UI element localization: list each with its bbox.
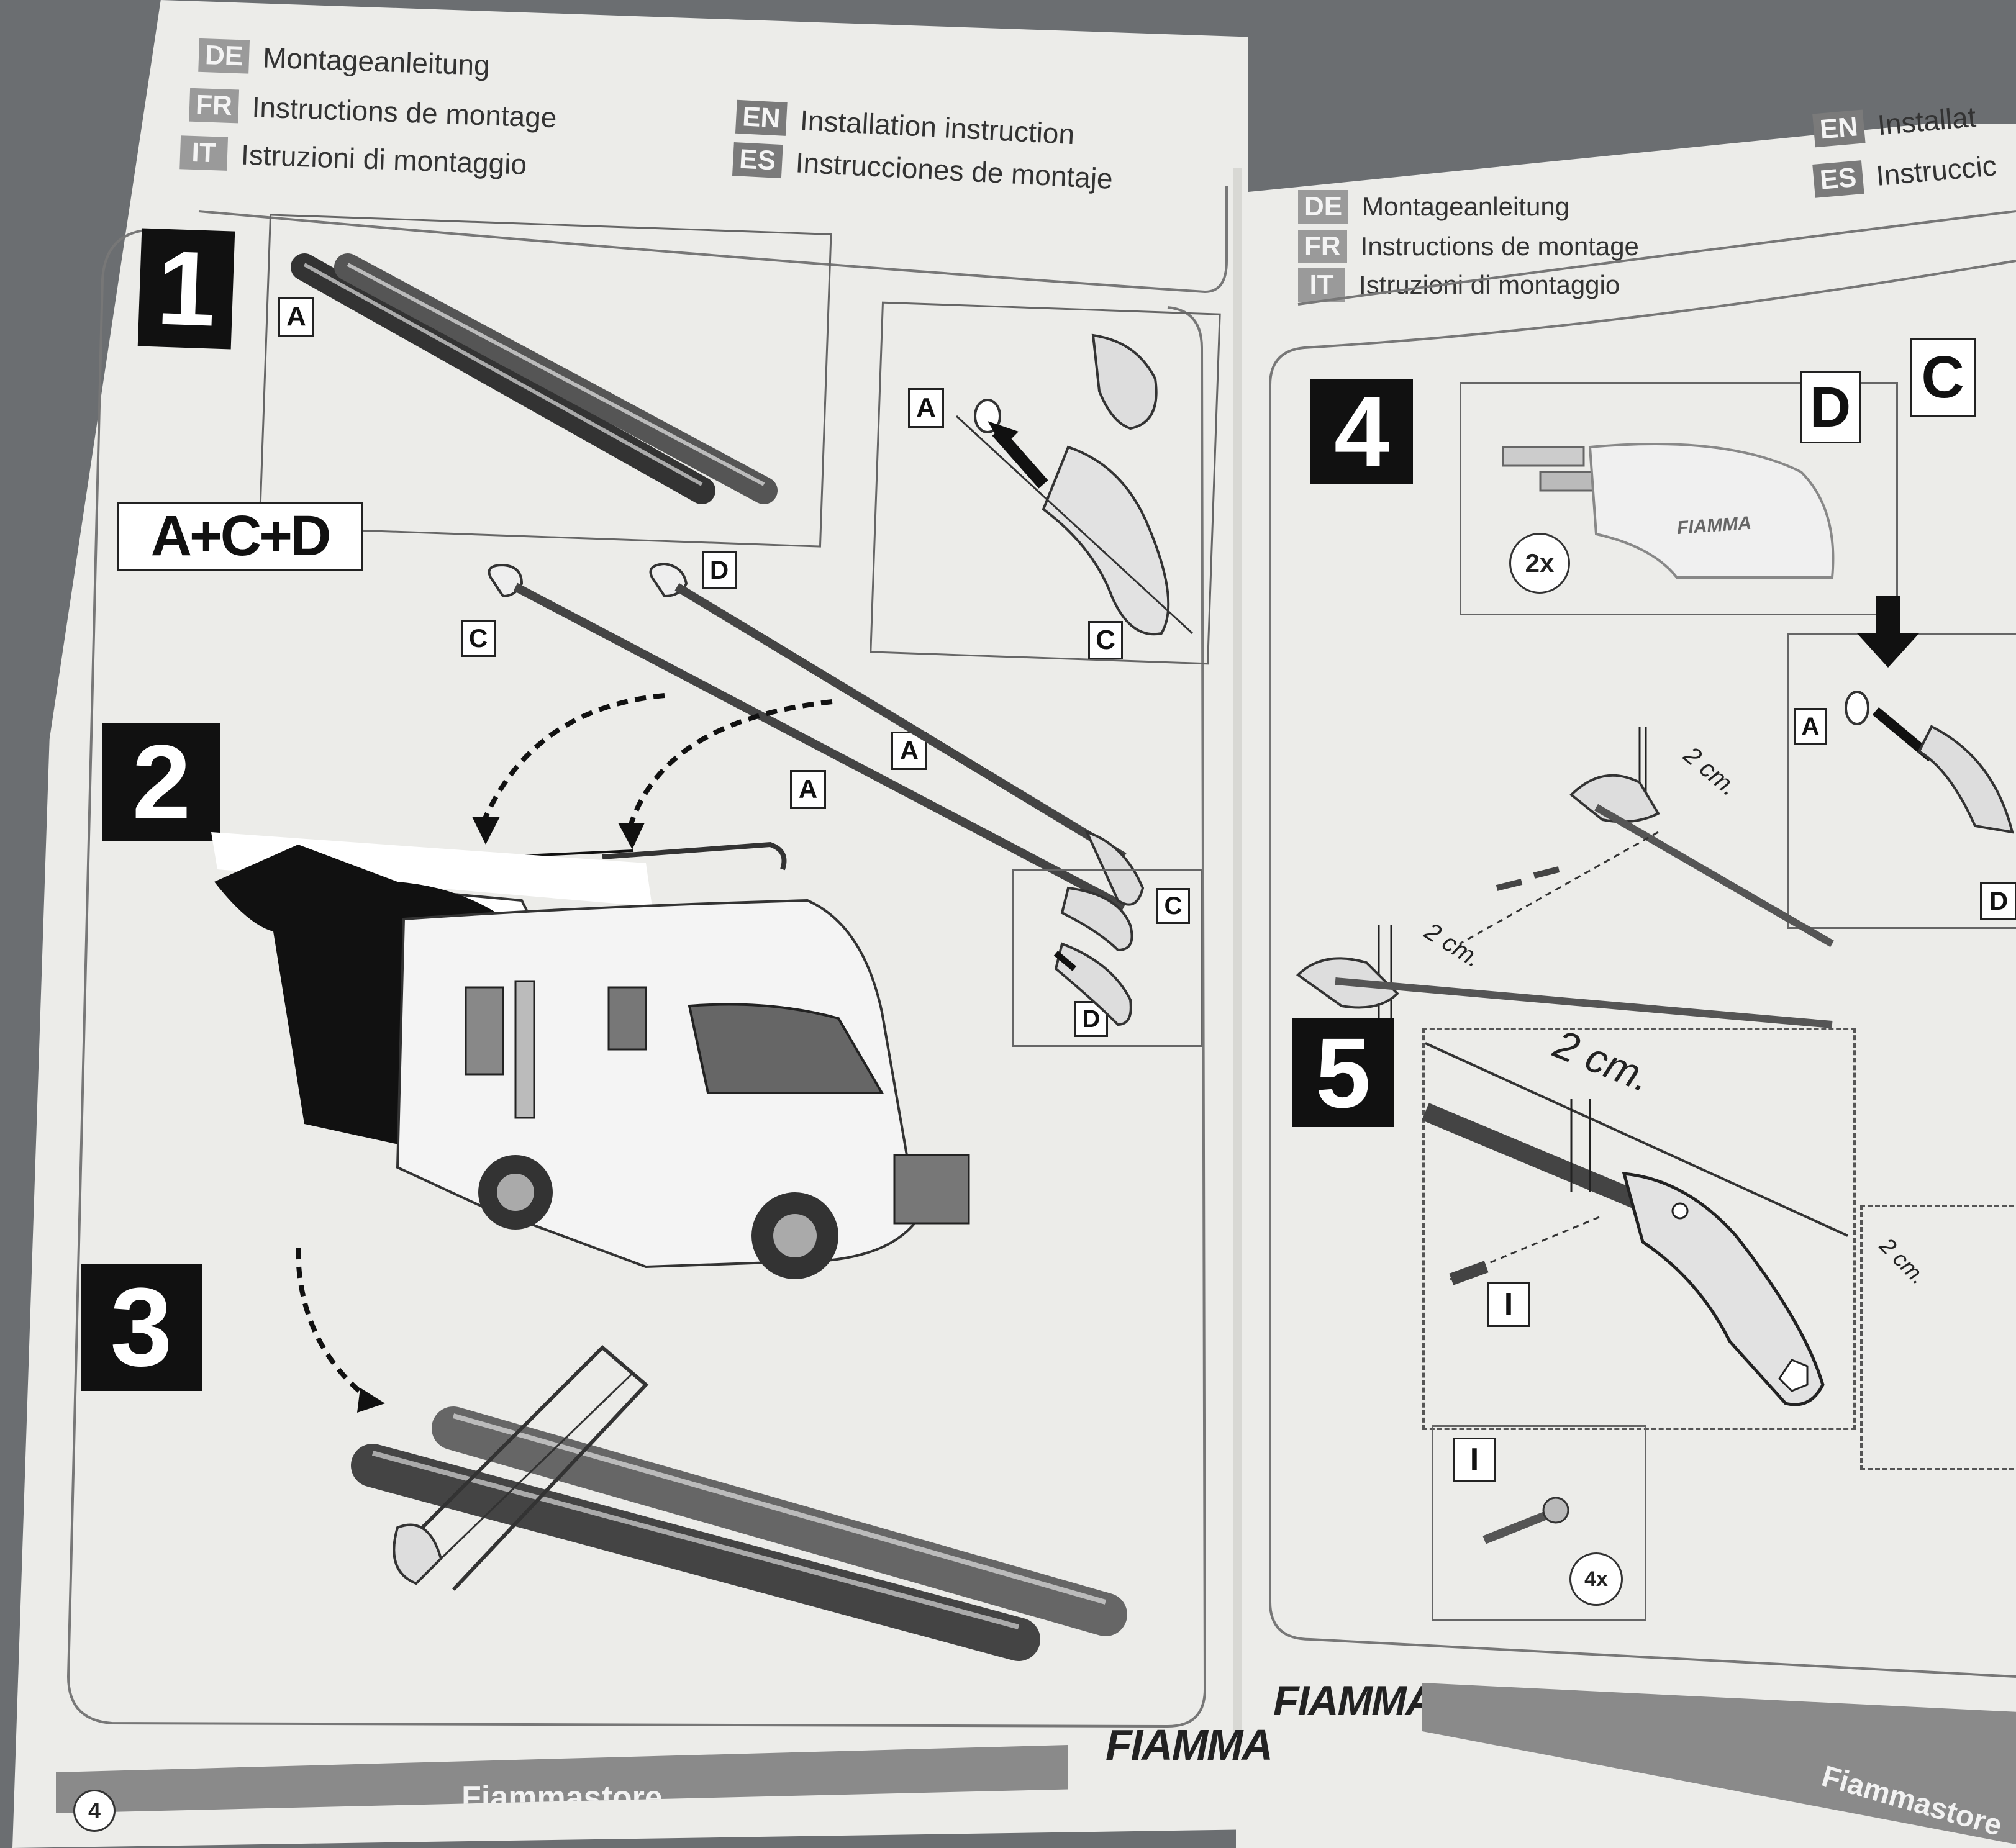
endcap-product-illustration (1502, 443, 1835, 579)
screw-icon (1482, 1497, 1569, 1544)
right-lang-text-it: Istruzioni di montaggio (1359, 270, 1620, 299)
right-lang-text-fr: Instructions de montage (1360, 232, 1639, 261)
step-2-number: 2 (102, 723, 220, 841)
qty-2x-badge: 2x (1509, 533, 1570, 594)
step-4-detail-label-d: D (1980, 882, 2016, 920)
step-5-detail-panel (1422, 1028, 1856, 1430)
right-lang-code-it: IT (1298, 268, 1345, 302)
step-2-label-c: C (461, 620, 496, 657)
camper-van-illustration (211, 832, 970, 1279)
step-4-label-d: D (1800, 371, 1861, 443)
qty-4x-badge: 4x (1569, 1552, 1623, 1606)
step-1-combo-label: A+C+D (117, 502, 363, 571)
endcap-product-panel (1460, 382, 1898, 615)
right-lang-code-fr: FR (1298, 230, 1347, 263)
step-4-detail-label-a: A (1794, 708, 1827, 745)
endcap-detail-illustration (955, 333, 1194, 636)
dashed-arrows-illustration (472, 693, 833, 858)
step-6-partial-panel (1860, 1205, 2016, 1470)
step-3-number: 3 (81, 1264, 202, 1391)
right-lang-text-de: Montageanleitung (1362, 192, 1570, 221)
inventory-screw-label: I (1453, 1438, 1496, 1482)
right-lang-code-de: DE (1298, 190, 1349, 224)
left-fiamma-logo: FIAMMA (1106, 1721, 1273, 1769)
step-1-label-a: A (278, 297, 314, 337)
right-fiamma-logo: FIAMMA (1273, 1677, 1436, 1724)
right-header-lang-de: DE Montageanleitung (1298, 190, 1569, 224)
step-5-screw-label: I (1487, 1282, 1530, 1327)
inset-label-c: C (1156, 888, 1190, 924)
step-2-label-d: D (702, 551, 737, 589)
endcap-inset-panel (1012, 869, 1202, 1047)
page-gutter (1233, 168, 1242, 1745)
step-4-rail-illustration (1296, 727, 1835, 1028)
right-header-lang-it: IT Istruzioni di montaggio (1298, 268, 1620, 302)
detail-label-a: A (908, 388, 944, 428)
hacksaw-rails-illustration (296, 1248, 1127, 1661)
step-4-number: 4 (1310, 376, 1413, 487)
step-4-detail-illustration (1845, 596, 2014, 834)
inset-endcap-illustration (1053, 886, 1133, 1026)
right-header-lang-fr: FR Instructions de montage (1298, 230, 1639, 263)
page-number: 4 (73, 1790, 116, 1832)
step-4-label-c: C (1910, 338, 1976, 417)
inset-label-d: D (1074, 1001, 1108, 1037)
detail-label-c: C (1088, 621, 1123, 659)
step-2-label-a2: A (790, 770, 826, 808)
screw-inventory-panel (1432, 1425, 1646, 1621)
step-5-number: 5 (1292, 1017, 1394, 1128)
rail-pair-illustration-1 (291, 253, 778, 504)
step-5-rail-illustration (1422, 1042, 1848, 1406)
rails-with-endcaps-illustration (488, 562, 1145, 911)
